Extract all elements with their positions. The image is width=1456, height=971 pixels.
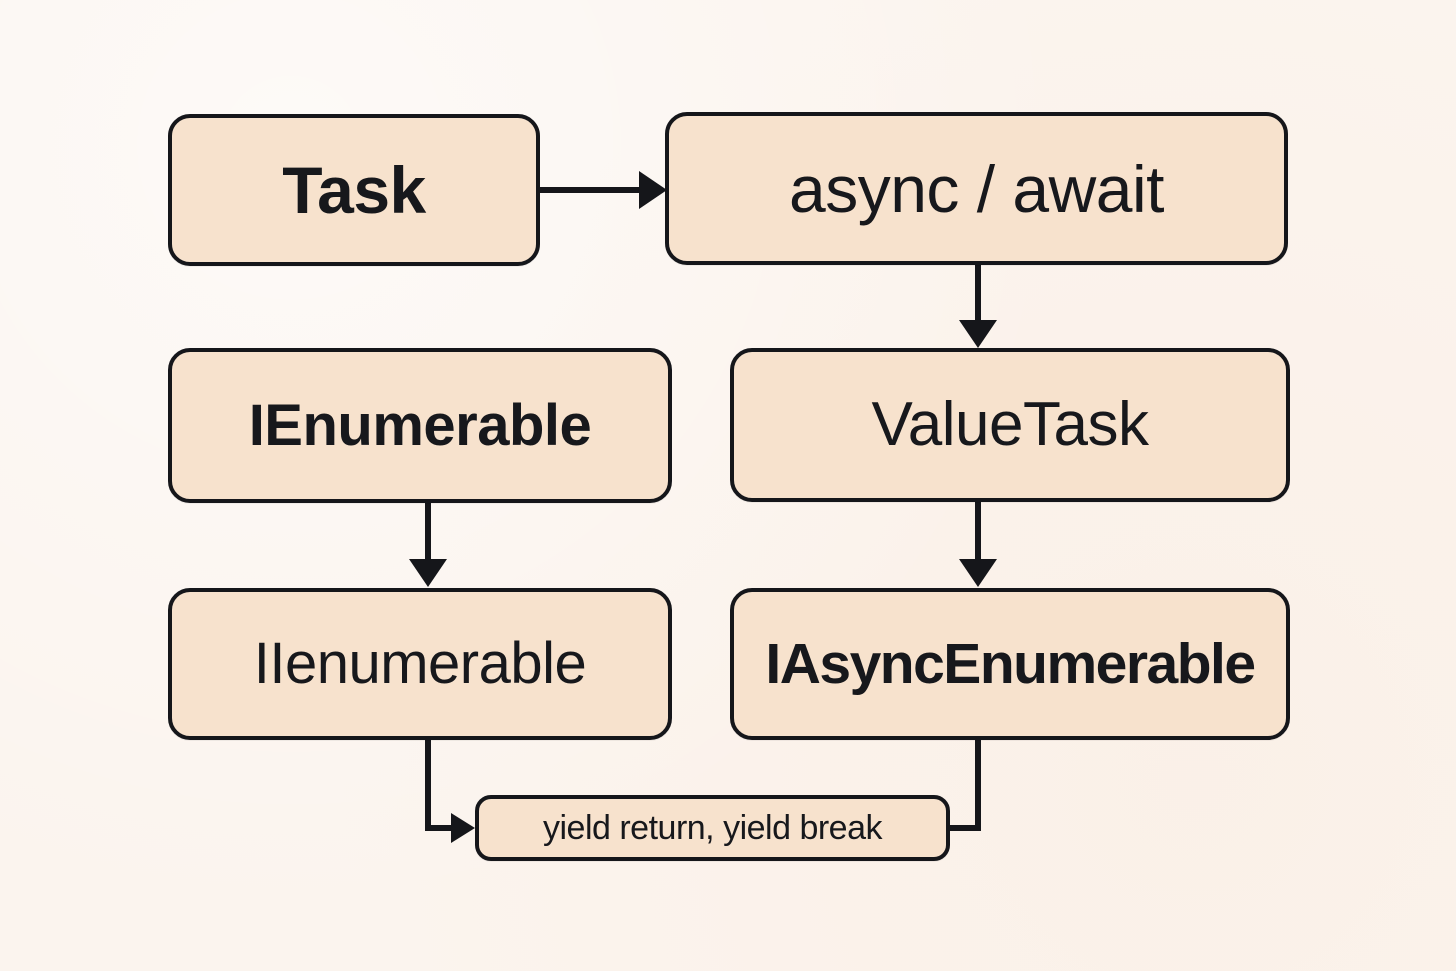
- node-ienumerable[interactable]: IEnumerable: [168, 348, 672, 503]
- edge-iienumerable-to-yield-drop: [425, 740, 431, 831]
- edge-ienumerable-to-iienumerable-arrowhead: [409, 559, 447, 587]
- edge-valuetask-to-iasyncenumerable-line: [975, 502, 981, 563]
- node-ienumerable-label: IEnumerable: [248, 392, 592, 458]
- node-iienumerable-label: IIenumerable: [253, 631, 587, 696]
- edge-iasyncenumerable-to-yield-drop: [975, 740, 981, 831]
- node-async-await[interactable]: async / await: [665, 112, 1288, 265]
- edge-task-to-async-line: [540, 187, 639, 193]
- node-yield-keywords[interactable]: yield return, yield break: [475, 795, 950, 861]
- node-task-label: Task: [282, 153, 426, 227]
- node-yield-keywords-label: yield return, yield break: [542, 809, 883, 847]
- node-iienumerable[interactable]: IIenumerable: [168, 588, 672, 740]
- node-task[interactable]: Task: [168, 114, 540, 266]
- node-valuetask[interactable]: ValueTask: [730, 348, 1290, 502]
- edge-iienumerable-to-yield-arrowhead: [451, 813, 475, 843]
- edge-async-to-valuetask-line: [975, 265, 981, 324]
- node-iasyncenumerable-label: IAsyncEnumerable: [765, 631, 1256, 696]
- edge-iienumerable-to-yield-run: [425, 825, 453, 831]
- node-valuetask-label: ValueTask: [871, 390, 1149, 459]
- edge-async-to-valuetask-arrowhead: [959, 320, 997, 348]
- edge-valuetask-to-iasyncenumerable-arrowhead: [959, 559, 997, 587]
- edge-iasyncenumerable-to-yield-run: [946, 825, 981, 831]
- edge-task-to-async-arrowhead: [639, 171, 667, 209]
- edge-ienumerable-to-iienumerable-line: [425, 503, 431, 563]
- node-iasyncenumerable[interactable]: IAsyncEnumerable: [730, 588, 1290, 740]
- node-async-await-label: async / await: [789, 151, 1165, 226]
